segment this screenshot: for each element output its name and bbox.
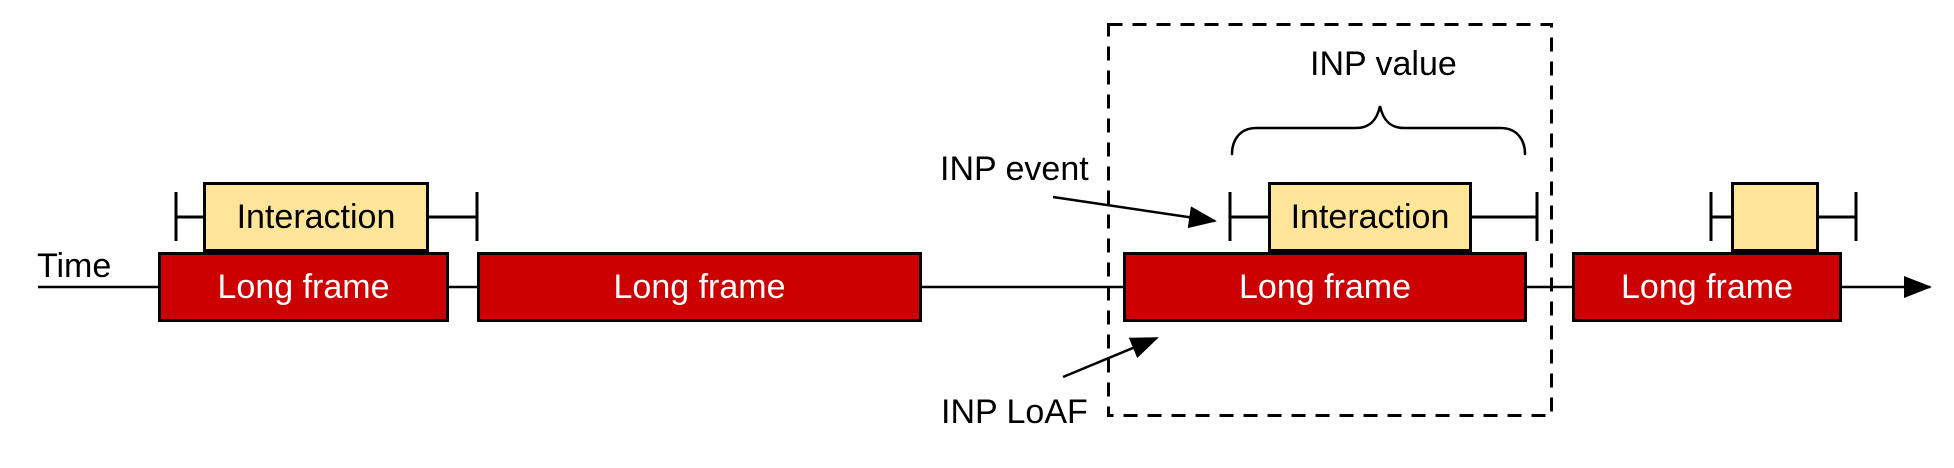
long-frame-1-label: Long frame bbox=[217, 268, 390, 306]
time-label: Time bbox=[37, 247, 112, 285]
interaction-1-duration-markers bbox=[174, 192, 479, 241]
inp-value-label: INP value bbox=[1310, 45, 1457, 83]
long-frame-2-label: Long frame bbox=[613, 268, 786, 306]
inp-loaf-arrow bbox=[1062, 336, 1159, 379]
interaction-3 bbox=[1731, 182, 1819, 252]
inp-value-brace bbox=[1230, 105, 1527, 156]
interaction-2-duration-markers bbox=[1228, 192, 1539, 241]
interaction-1: Interaction bbox=[203, 182, 429, 252]
long-frame-1: Long frame bbox=[158, 252, 449, 322]
interaction-3-duration-markers bbox=[1709, 192, 1858, 241]
long-frame-4: Long frame bbox=[1572, 252, 1842, 322]
inp-event-arrow-line bbox=[1052, 195, 1217, 229]
inp-loaf-group-outline bbox=[1107, 23, 1553, 417]
interaction-1-label: Interaction bbox=[236, 198, 396, 236]
long-frame-4-label: Long frame bbox=[1621, 268, 1793, 306]
interaction-2-label: Interaction bbox=[1290, 198, 1450, 236]
interaction-2-inp-event: Interaction bbox=[1268, 182, 1472, 252]
inp-event-arrow bbox=[1052, 195, 1217, 229]
inp-event-label: INP event bbox=[940, 150, 1089, 188]
inp-loaf-label: INP LoAF bbox=[941, 393, 1088, 431]
long-frame-3-label: Long frame bbox=[1239, 268, 1411, 306]
long-frame-3-inp-loaf: Long frame bbox=[1123, 252, 1527, 322]
long-frame-2: Long frame bbox=[477, 252, 922, 322]
inp-loaf-arrow-line bbox=[1062, 336, 1159, 379]
